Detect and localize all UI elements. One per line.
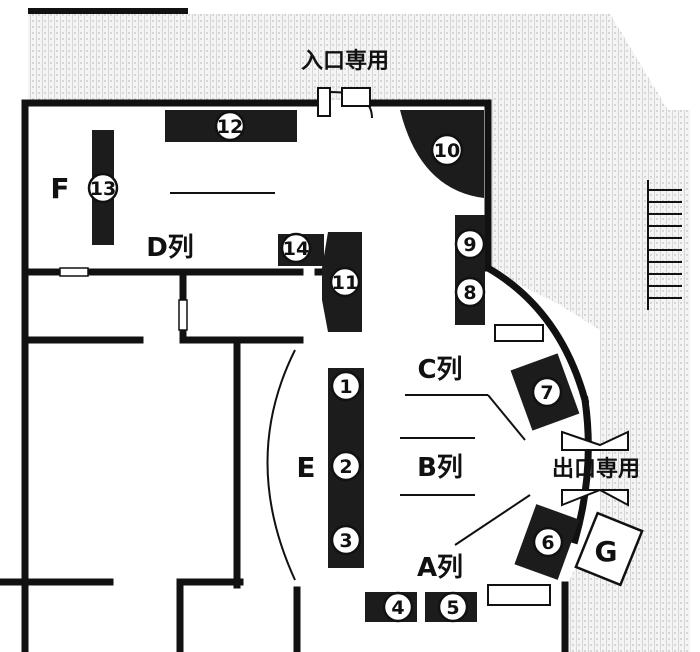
entrance-door	[317, 87, 373, 119]
row-label-a: A列	[417, 553, 463, 583]
shelf-number-13: 13	[90, 178, 116, 200]
area-label-e: E	[296, 451, 315, 484]
shelf-badge-1[interactable]: 1	[330, 370, 362, 402]
shelf-badge-3[interactable]: 3	[330, 524, 362, 556]
row-label-b: B列	[417, 453, 463, 483]
exit-door	[561, 430, 629, 507]
shelf-badge-10[interactable]: 10	[430, 133, 464, 167]
entrance-only-sign: 入口専用	[301, 49, 389, 74]
shelf-number-6: 6	[541, 532, 554, 554]
shelf-badge-14[interactable]: 14	[280, 232, 312, 264]
shelf-number-8: 8	[463, 282, 476, 304]
shelf-number-7: 7	[540, 382, 553, 404]
shelf-number-3: 3	[339, 530, 352, 552]
shelf-badge-11[interactable]: 11	[329, 266, 361, 298]
shelf-number-10: 10	[434, 140, 460, 162]
shelf-number-4: 4	[391, 597, 404, 619]
shelf-badge-5[interactable]: 5	[437, 591, 469, 623]
outdoor-area-right	[600, 110, 690, 652]
shelf-badge-7[interactable]: 7	[531, 376, 563, 408]
row-label-d: D列	[146, 233, 194, 263]
shelf-number-5: 5	[446, 597, 459, 619]
outdoor-area-top	[28, 14, 690, 652]
shelf-number-1: 1	[339, 376, 352, 398]
shelf-number-12: 12	[217, 116, 243, 138]
area-label-g: G	[595, 535, 618, 568]
walls	[0, 99, 592, 652]
curved-partition	[266, 349, 296, 581]
shelf-number-11: 11	[332, 272, 358, 294]
exit-only-sign: 出口専用	[552, 457, 640, 482]
stairs	[647, 180, 682, 310]
shelf-number-14: 14	[283, 238, 309, 260]
shelf-badge-12[interactable]: 12	[214, 110, 246, 142]
shelf-badge-8[interactable]: 8	[454, 276, 486, 308]
store-interior	[25, 103, 590, 652]
shelf-badge-4[interactable]: 4	[382, 591, 414, 623]
shelf-number-9: 9	[463, 234, 476, 256]
row-label-c: C列	[417, 355, 462, 385]
top-left-wall-stub	[28, 8, 188, 14]
area-label-f: F	[50, 172, 69, 205]
shelf-number-2: 2	[339, 456, 352, 478]
aisle-lines	[170, 192, 531, 546]
shelf-badge-2[interactable]: 2	[330, 450, 362, 482]
area-g-box	[574, 511, 644, 587]
shelf-badge-9[interactable]: 9	[454, 228, 486, 260]
shelf-badge-13[interactable]: 13	[87, 172, 119, 204]
shelf-badge-6[interactable]: 6	[532, 526, 564, 558]
